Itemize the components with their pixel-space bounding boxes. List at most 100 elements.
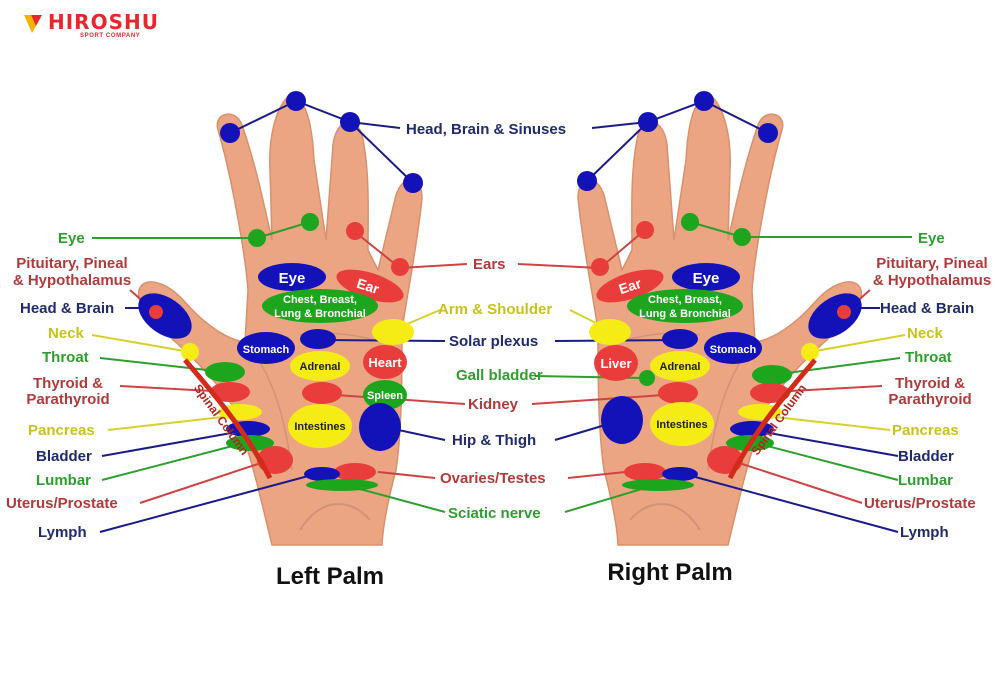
right-eye-zone [672, 263, 740, 291]
left-ear-zone-label: Ear [355, 275, 382, 297]
label-throat-right: Throat [905, 349, 952, 366]
label-lumbar-right: Lumbar [898, 472, 953, 489]
label-hip-thigh: Hip & Thigh [452, 432, 536, 449]
left-chest-zone-label-2: Lung & Bronchial [274, 308, 366, 320]
label-uterus-right: Uterus/Prostate [864, 495, 976, 512]
left-hip-thigh-zone [359, 403, 401, 451]
left-eye-zone-label: Eye [279, 270, 306, 287]
left-spinal-column-line [183, 358, 273, 480]
right-head-point-little [758, 123, 778, 143]
right-chest-zone [627, 289, 743, 323]
label-gall-bladder: Gall bladder [456, 367, 543, 384]
brand-logo: HIROSHU SPORT COMPANY [22, 10, 182, 39]
left-eye-point-2 [301, 213, 319, 231]
right-intestines-zone [650, 402, 714, 446]
label-solar-plexus: Solar plexus [449, 333, 538, 350]
label-head-brain-right: Head & Brain [880, 300, 974, 317]
left-head-point-ring [286, 91, 306, 111]
left-neck-zone [181, 343, 199, 361]
label-thyroid-right-1: Thyroid & [895, 375, 965, 392]
left-ear-zone [336, 269, 404, 303]
label-lumbar-left: Lumbar [36, 472, 91, 489]
label-throat-left: Throat [42, 349, 89, 366]
left-throat-zone [205, 362, 245, 382]
left-ovaries-zone [334, 463, 376, 481]
right-liver-zone [594, 345, 638, 381]
left-head-brain-zone [138, 293, 192, 339]
right-ovaries-zone [624, 463, 666, 481]
right-gall-bladder-zone [639, 370, 655, 386]
label-thyroid-right-2: Parathyroid [888, 391, 971, 408]
label-bladder-left: Bladder [36, 448, 92, 465]
right-ear-point-2 [591, 258, 609, 276]
left-eye-point-1 [248, 229, 266, 247]
right-ear-zone [596, 269, 664, 303]
right-hip-thigh-zone [601, 396, 643, 444]
right-ear-point-1 [636, 221, 654, 239]
left-head-point-little [220, 123, 240, 143]
left-spleen-zone-label: Spleen [367, 390, 403, 402]
left-ear-point-2 [391, 258, 409, 276]
left-thyroid-zone [210, 382, 250, 402]
left-heart-zone-label: Heart [368, 355, 402, 370]
right-sciatic-zone [622, 479, 694, 491]
left-intestines-zone [288, 404, 352, 448]
right-head-point-ring [694, 91, 714, 111]
left-spleen-zone [363, 380, 407, 410]
label-arm-shoulder: Arm & Shoulder [438, 301, 552, 318]
right-solar-plexus-zone [662, 329, 698, 349]
right-thyroid-zone [750, 383, 790, 403]
right-head-point-index [577, 171, 597, 191]
right-chest-zone-label-2: Lung & Bronchial [639, 308, 731, 320]
label-pancreas-right: Pancreas [892, 422, 959, 439]
left-heart-zone [363, 345, 407, 379]
right-arm-shoulder-zone [589, 319, 631, 345]
right-eye-point-2 [733, 228, 751, 246]
label-ears: Ears [473, 256, 506, 273]
label-thyroid-left-2: Parathyroid [26, 391, 109, 408]
brand-mark-icon [24, 15, 42, 33]
label-pituitary-left-1: Pituitary, Pineal [16, 255, 127, 272]
left-sciatic-zone [306, 479, 378, 491]
right-eye-point-1 [681, 213, 699, 231]
outer-labels: Head, Brain & Sinuses Eye Eye Ears Pitui… [6, 121, 991, 541]
right-liver-zone-label: Liver [600, 356, 631, 371]
label-pituitary-left-2: & Hypothalamus [13, 272, 131, 289]
label-bladder-right: Bladder [898, 448, 954, 465]
left-eye-zone [258, 263, 326, 291]
right-head-brain-zone [808, 293, 862, 339]
right-adrenal-zone-label: Adrenal [660, 361, 701, 373]
brand-subtitle: SPORT COMPANY [80, 33, 141, 39]
label-sciatic-nerve: Sciatic nerve [448, 505, 541, 522]
right-pituitary-zone [837, 305, 851, 319]
right-palm-title: Right Palm [607, 559, 732, 586]
label-neck-left: Neck [48, 325, 85, 342]
left-stomach-zone [237, 332, 295, 364]
label-lymph-right: Lymph [900, 524, 949, 541]
right-kidney-zone [658, 382, 698, 404]
left-lymph-zone [304, 467, 340, 481]
right-palm-zones [577, 91, 862, 491]
right-stomach-zone [704, 332, 762, 364]
left-adrenal-zone [290, 351, 350, 381]
left-chest-zone [262, 289, 378, 323]
right-neck-zone [801, 343, 819, 361]
label-ovaries-testes: Ovaries/Testes [440, 470, 546, 487]
brand-name: HIROSHU [48, 10, 159, 34]
left-kidney-zone [302, 382, 342, 404]
left-chest-zone-label-1: Chest, Breast, [283, 294, 357, 306]
left-head-point-index [403, 173, 423, 193]
left-arm-shoulder-zone [372, 319, 414, 345]
label-thyroid-left-1: Thyroid & [33, 375, 103, 392]
left-ear-point-1 [346, 222, 364, 240]
label-eye-left: Eye [58, 230, 85, 247]
label-pancreas-left: Pancreas [28, 422, 95, 439]
left-solar-plexus-zone [300, 329, 336, 349]
left-intestines-zone-label: Intestines [294, 421, 345, 433]
right-spinal-column-line [727, 358, 817, 480]
label-eye-right: Eye [918, 230, 945, 247]
label-head-brain-left: Head & Brain [20, 300, 114, 317]
right-ear-zone-label: Ear [617, 275, 644, 297]
label-neck-right: Neck [907, 325, 944, 342]
